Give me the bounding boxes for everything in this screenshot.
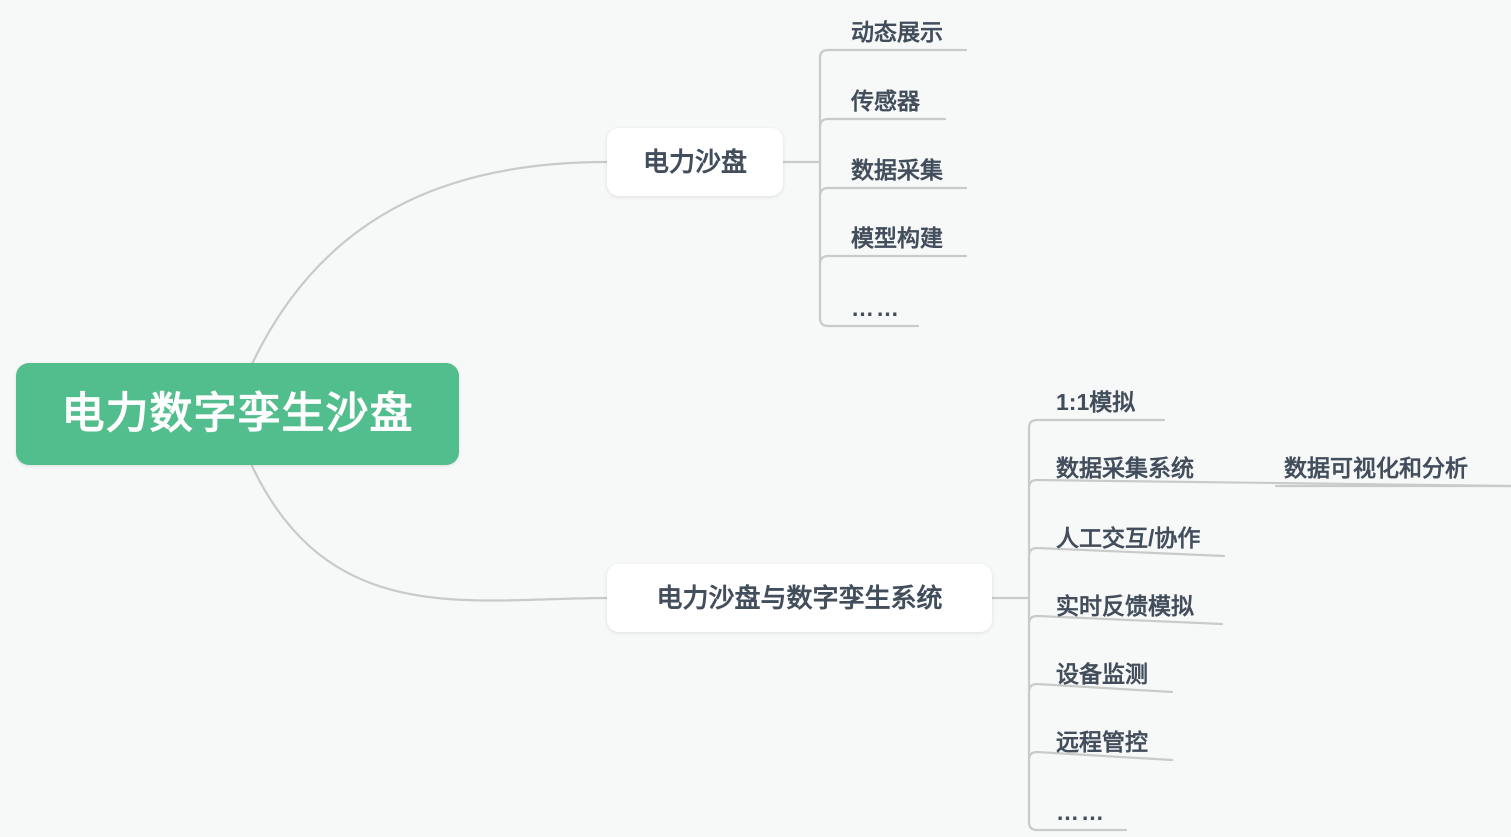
link-leaf-0-0 [818,48,968,62]
leaf-node-realtime-feedback-simulation[interactable]: 实时反馈模拟 [1056,578,1194,624]
leaf-node-remote-control[interactable]: 远程管控 [1056,714,1148,760]
leaf-node-label: 数据采集系统 [1056,455,1194,481]
leaf-node-sensor[interactable]: 传感器 [851,73,920,119]
branch-node-power-sandbox-digital-twin-system[interactable]: 电力沙盘与数字孪生系统 [607,564,992,632]
leaf-node-model-building[interactable]: 模型构建 [851,210,943,256]
root-node-label: 电力数字孪生沙盘 [61,389,414,438]
link-root-to-branch-0 [250,160,609,366]
leaf-node-human-interaction-collaboration[interactable]: 人工交互/协作 [1056,510,1200,556]
leaf-node-data-visualization-and-analysis[interactable]: 数据可视化和分析 [1284,440,1468,486]
link-leaf-0-2 [818,186,968,198]
link-root-to-branch-1 [250,464,609,602]
link-leaf-0-1 [818,117,947,129]
leaf-node-label: 模型构建 [851,225,943,251]
leaf-node-label: 1:1模拟 [1056,389,1136,415]
branch-node-label: 电力沙盘 [642,147,747,177]
branch-node-power-sandbox[interactable]: 电力沙盘 [607,128,783,196]
link-leaf-1-0 [1027,418,1166,430]
leaf-node-more-ellipsis[interactable]: …… [851,280,901,326]
leaf-node-label: 设备监测 [1056,661,1148,687]
leaf-node-dynamic-display[interactable]: 动态展示 [851,4,943,50]
leaf-node-data-collection[interactable]: 数据采集 [851,142,943,188]
branch-node-label: 电力沙盘与数字孪生系统 [656,583,943,613]
leaf-node-more-ellipsis[interactable]: …… [1056,784,1106,830]
leaf-node-label: 数据采集 [851,157,943,183]
leaf-node-data-collection-system[interactable]: 数据采集系统 [1056,440,1194,486]
root-node[interactable]: 电力数字孪生沙盘 [16,363,459,465]
leaf-node-label: 传感器 [851,88,920,114]
leaf-node-one-to-one-simulation[interactable]: 1:1模拟 [1056,374,1135,420]
leaf-node-label: 数据可视化和分析 [1284,455,1468,481]
leaf-node-label: 实时反馈模拟 [1056,593,1194,619]
leaf-node-label: …… [851,295,901,321]
leaf-node-label: 动态展示 [851,19,943,45]
leaf-node-label: …… [1056,799,1106,825]
leaf-node-label: 人工交互/协作 [1056,525,1201,551]
leaf-node-equipment-monitoring[interactable]: 设备监测 [1056,646,1148,692]
leaf-node-label: 远程管控 [1056,729,1148,755]
link-leaf-0-3 [818,254,968,266]
